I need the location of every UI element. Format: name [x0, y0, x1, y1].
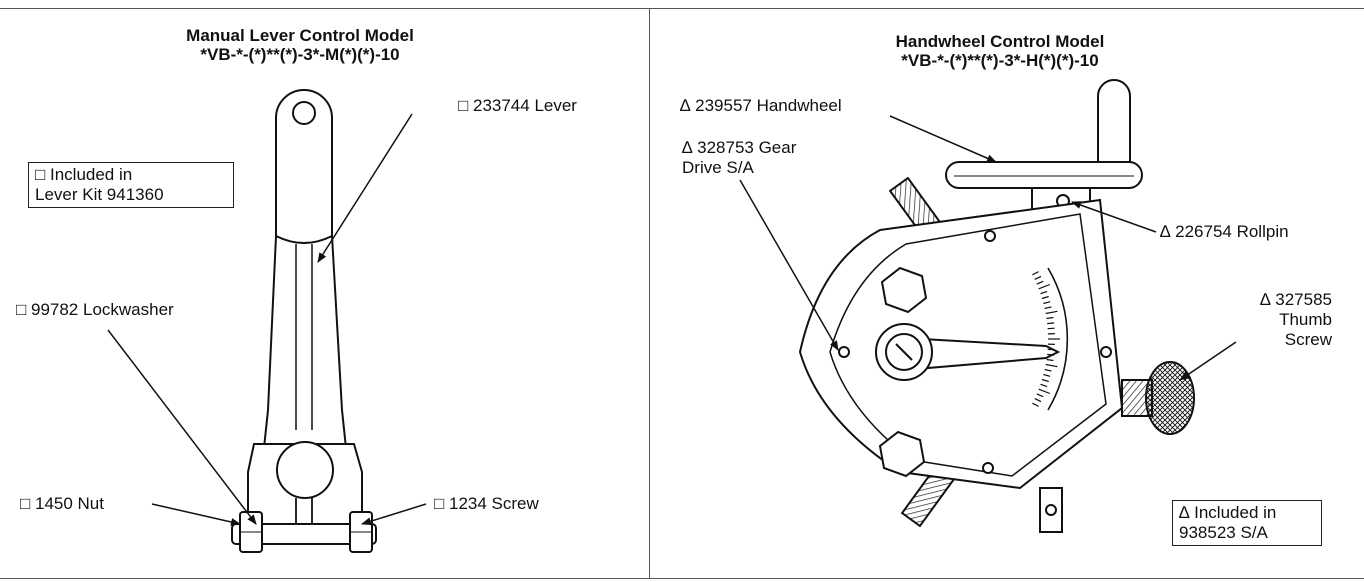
- subassembly-note-line1: ∆ Included in: [1179, 503, 1277, 522]
- dial-tick: [1046, 316, 1054, 320]
- dial-tick: [1047, 353, 1055, 356]
- subassembly-note: ∆ Included in 938523 S/A: [1172, 500, 1322, 546]
- lever-kit-note-line1: □ Included in: [35, 165, 133, 184]
- callout-gear-drive: ∆ 328753 Gear Drive S/A: [682, 138, 796, 178]
- dial-tick: [1046, 358, 1054, 362]
- callout-screw: □ 1234 Screw: [434, 494, 539, 513]
- lever-kit-note-line2: Lever Kit 941360: [35, 185, 164, 204]
- right-panel-title: Handwheel Control Model *VB-*-(*)**(*)-3…: [780, 32, 1220, 70]
- lever-arm: [262, 89, 348, 449]
- lever-kit-note: □ Included in Lever Kit 941360: [28, 162, 234, 208]
- dial-tick: [1041, 378, 1049, 383]
- left-title-line2: *VB-*-(*)**(*)-3*-M(*)(*)-10: [200, 45, 400, 64]
- left-title-line1: Manual Lever Control Model: [186, 26, 414, 45]
- right-title-line1: Handwheel Control Model: [895, 32, 1105, 51]
- callout-thumb-line3: Screw: [1284, 330, 1332, 349]
- hex-nut-bottom: [878, 430, 926, 478]
- handwheel-handle: [1097, 79, 1131, 177]
- dial-tick: [1036, 280, 1044, 285]
- callout-gear-line2: Drive S/A: [682, 158, 754, 177]
- dial-ticks: [1032, 271, 1060, 407]
- dial-tick: [1034, 275, 1042, 280]
- dial-tick: [1044, 368, 1052, 372]
- dial-tick: [1047, 327, 1055, 330]
- handwheel-leaders: [739, 115, 1237, 381]
- lever-bore: [276, 441, 334, 499]
- left-panel-title: Manual Lever Control Model *VB-*-(*)**(*…: [80, 26, 520, 64]
- dial-tick: [1047, 322, 1055, 325]
- handwheel-rim: [945, 161, 1143, 189]
- callout-gear-line1: ∆ 328753 Gear: [682, 138, 797, 157]
- thumb-screw-head: [1145, 361, 1195, 435]
- callout-handwheel: ∆ 239557 Handwheel: [680, 96, 842, 115]
- lever-arm-step: [275, 235, 333, 244]
- dial-scale: [1047, 267, 1069, 411]
- frame-bottom-rule: [0, 578, 1364, 579]
- dial-tick: [1043, 301, 1051, 305]
- dial-tick: [1036, 393, 1044, 398]
- callout-thumb-line1: ∆ 327585: [1260, 290, 1332, 309]
- hex-nut-top: [880, 266, 928, 314]
- right-title-line2: *VB-*-(*)**(*)-3*-H(*)(*)-10: [901, 51, 1099, 70]
- dial-tick: [1038, 283, 1051, 290]
- dial-tick: [1045, 310, 1058, 315]
- lever-leaders: [107, 113, 427, 526]
- handwheel-drawing: [798, 79, 1195, 533]
- dial-tick: [1043, 373, 1051, 377]
- callout-nut: □ 1450 Nut: [20, 494, 104, 513]
- callout-lever: □ 233744 Lever: [458, 96, 577, 115]
- panel-divider: [649, 8, 650, 578]
- dial-tick: [1040, 383, 1048, 388]
- dial-tick: [1041, 295, 1049, 300]
- dial-tick: [1044, 306, 1052, 310]
- dial-tick: [1047, 348, 1055, 351]
- dial-tick: [1038, 388, 1051, 395]
- subassembly-note-line2: 938523 S/A: [1179, 523, 1268, 542]
- callout-lockwasher: □ 99782 Lockwasher: [16, 300, 174, 319]
- dial-tick: [1045, 363, 1058, 368]
- lever-drawing: [231, 89, 377, 553]
- lever-top-hole: [292, 101, 316, 125]
- callout-thumb-screw: ∆ 327585 Thumb Screw: [1250, 290, 1332, 350]
- callout-thumb-line2: Thumb: [1279, 310, 1332, 329]
- lever-bolt: [231, 523, 377, 545]
- dial-tick: [1032, 271, 1039, 276]
- callout-rollpin: ∆ 226754 Rollpin: [1160, 222, 1289, 241]
- frame-top-rule: [0, 8, 1364, 9]
- dial-tick: [1034, 398, 1042, 403]
- dial-tick: [1040, 290, 1048, 295]
- dial-tick: [1032, 402, 1039, 407]
